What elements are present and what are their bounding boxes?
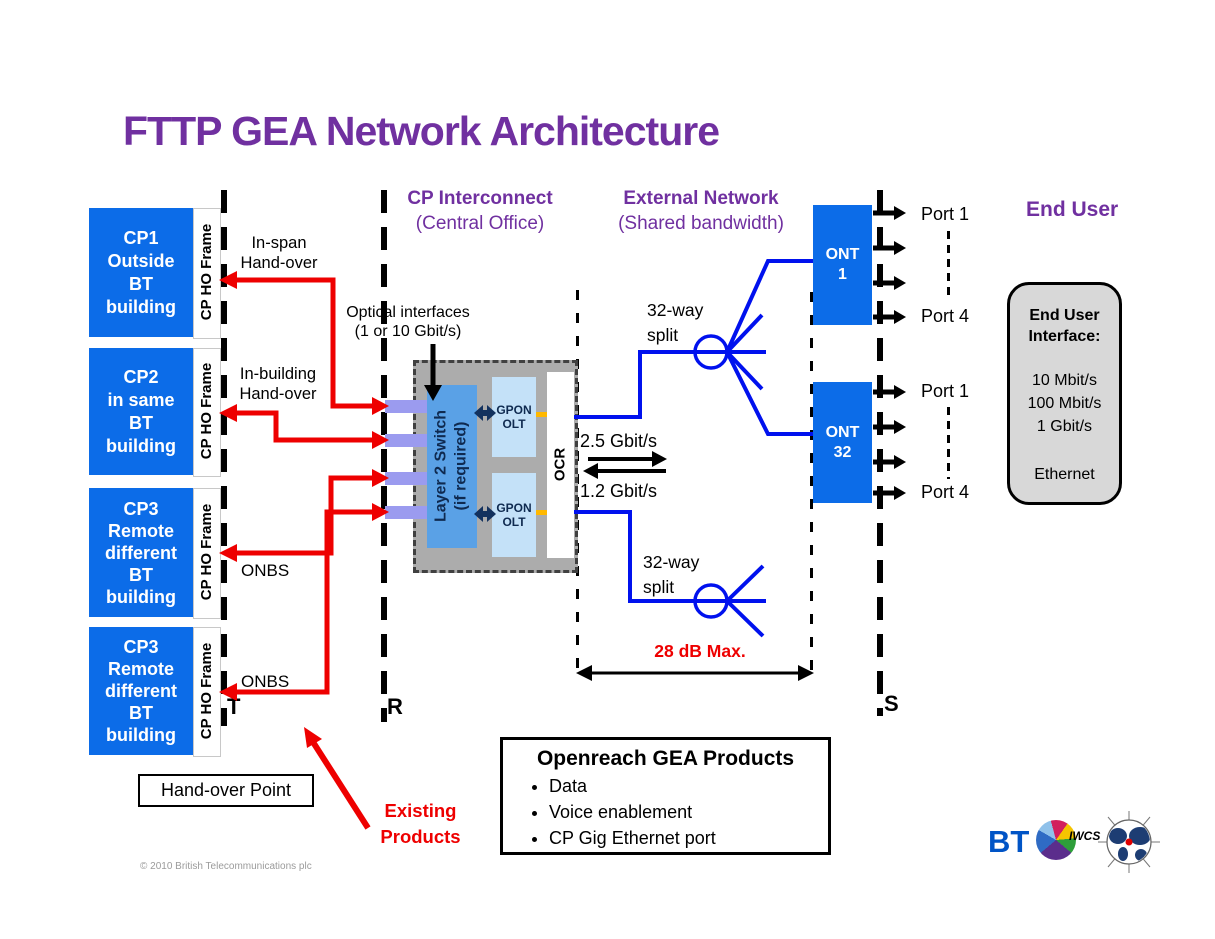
layer2-switch-box bbox=[427, 385, 477, 548]
copyright-text: © 2010 British Telecommunications plc bbox=[140, 861, 312, 872]
max-loss-label: 28 dB Max. bbox=[654, 641, 746, 661]
r-reference-dashed-line bbox=[381, 190, 387, 722]
header-end-user: End User bbox=[1026, 198, 1119, 221]
s-reference-dashed-line bbox=[877, 190, 883, 716]
max-loss-span-arrow bbox=[576, 665, 814, 681]
openreach-product-item: Voice enablement bbox=[549, 799, 828, 825]
openreach-products-title: Openreach GEA Products bbox=[536, 747, 795, 770]
rate-arrows bbox=[583, 451, 667, 479]
iwcs-globe-center-dot bbox=[1125, 838, 1133, 846]
ont32-box: ONT 32 bbox=[813, 382, 872, 503]
header-external-network: External Network (Shared bandwidth) bbox=[603, 186, 799, 236]
handover-port-bar-4 bbox=[385, 506, 428, 519]
splitter-lower-circle bbox=[693, 583, 729, 619]
ont1-port1-label: Port 1 bbox=[921, 204, 970, 224]
openreach-product-item: CP Gig Ethernet port bbox=[549, 825, 828, 851]
cp3b-box: CP3 Remote different BT building bbox=[89, 627, 193, 755]
cp3a-handover-line bbox=[231, 475, 377, 556]
fiber-splitter-to-ont32 bbox=[725, 351, 813, 436]
ont32-ports-ellipsis-line bbox=[947, 407, 950, 479]
ocr-box bbox=[547, 372, 574, 558]
fiber-splitter-to-ont1 bbox=[725, 259, 813, 353]
cp3a-box: CP3 Remote different BT building bbox=[89, 488, 193, 617]
existing-products-label: Existing Products bbox=[380, 800, 461, 847]
t-point-label: T bbox=[227, 694, 241, 719]
downstream-rate-label: 2.5 Gbit/s bbox=[580, 431, 658, 451]
s-point-label: S bbox=[884, 691, 899, 716]
onbs-lower-label: ONBS bbox=[241, 672, 290, 691]
cp1-box: CP1 Outside BT building bbox=[89, 208, 193, 337]
end-user-interface-title: End User Interface: bbox=[1028, 307, 1101, 345]
ocr-label: OCR bbox=[551, 447, 569, 482]
t-reference-dashed-line bbox=[221, 190, 227, 726]
layer2-switch-label: Layer 2 Switch (if required) bbox=[432, 409, 470, 523]
cp3b-handover-line bbox=[231, 509, 377, 695]
existing-products-arrowhead bbox=[304, 727, 322, 748]
upstream-rate-label: 1.2 Gbit/s bbox=[580, 481, 658, 501]
cp1-ho-frame-label: CP HO Frame bbox=[197, 223, 215, 321]
end-user-interface-speeds: 10 Mbit/s 100 Mbit/s 1 Gbit/s bbox=[1027, 372, 1102, 435]
gpon-olt-box-1: GPON OLT bbox=[492, 377, 536, 457]
ont32-port1-label: Port 1 bbox=[921, 381, 970, 401]
cp2-ho-frame-label: CP HO Frame bbox=[197, 362, 215, 460]
cp3b-ho-frame-label: CP HO Frame bbox=[197, 642, 215, 740]
openreach-products-list: Data Voice enablement CP Gig Ethernet po… bbox=[503, 773, 828, 851]
existing-products-arrow-line bbox=[310, 740, 371, 830]
bt-globe-icon bbox=[1036, 820, 1076, 860]
cp2-box: CP2 in same BT building bbox=[89, 348, 193, 475]
onbs-upper-label: ONBS bbox=[241, 561, 290, 580]
openreach-products-box: Openreach GEA Products Data Voice enable… bbox=[500, 737, 831, 855]
split-upper-label: 32-way split bbox=[647, 300, 704, 345]
cp3b-ho-frame-strip bbox=[193, 627, 221, 757]
cp3a-ho-frame-label: CP HO Frame bbox=[197, 503, 215, 601]
in-span-handover-label: In-span Hand-over bbox=[240, 234, 318, 272]
header-cp-interconnect-line2: (Central Office) bbox=[415, 213, 545, 234]
split-region-right-dashed-line bbox=[810, 292, 813, 677]
cp2-handover-line bbox=[231, 410, 377, 443]
r-point-label: R bbox=[387, 694, 403, 719]
iwcs-globe-icon bbox=[1098, 811, 1160, 873]
ont1-ports-ellipsis-line bbox=[947, 231, 950, 301]
hand-over-point-box: Hand-over Point bbox=[138, 774, 314, 807]
ont1-box: ONT 1 bbox=[813, 205, 872, 325]
handover-port-bar-2 bbox=[385, 434, 428, 447]
red-handover-lines bbox=[231, 277, 377, 830]
end-user-interface-footer: Ethernet bbox=[1034, 466, 1095, 483]
handover-port-bar-3 bbox=[385, 472, 428, 485]
header-cp-interconnect-line1: CP Interconnect bbox=[407, 188, 553, 209]
page-title: FTTP GEA Network Architecture bbox=[123, 108, 720, 154]
header-cp-interconnect: CP Interconnect (Central Office) bbox=[390, 186, 570, 236]
end-user-interface-box: End User Interface: 10 Mbit/s 100 Mbit/s… bbox=[1007, 282, 1122, 505]
header-external-network-line2: (Shared bandwidth) bbox=[618, 213, 784, 234]
gpon-olt-box-2: GPON OLT bbox=[492, 473, 536, 557]
handover-port-bar-1 bbox=[385, 400, 428, 413]
fiber-olt1-to-splitter bbox=[574, 350, 727, 419]
iwcs-logo-text: IWCS bbox=[1069, 829, 1101, 843]
openreach-product-item: Data bbox=[549, 773, 828, 799]
ont32-port4-label: Port 4 bbox=[921, 482, 970, 502]
ont1-port4-label: Port 4 bbox=[921, 306, 970, 326]
split-lower-label: 32-way split bbox=[643, 552, 700, 597]
in-building-handover-label: In-building Hand-over bbox=[239, 365, 317, 403]
bt-logo-text: BT bbox=[988, 824, 1030, 859]
optical-interfaces-label: Optical interfaces (1 or 10 Gbit/s) bbox=[346, 304, 470, 340]
header-external-network-line1: External Network bbox=[623, 188, 779, 209]
